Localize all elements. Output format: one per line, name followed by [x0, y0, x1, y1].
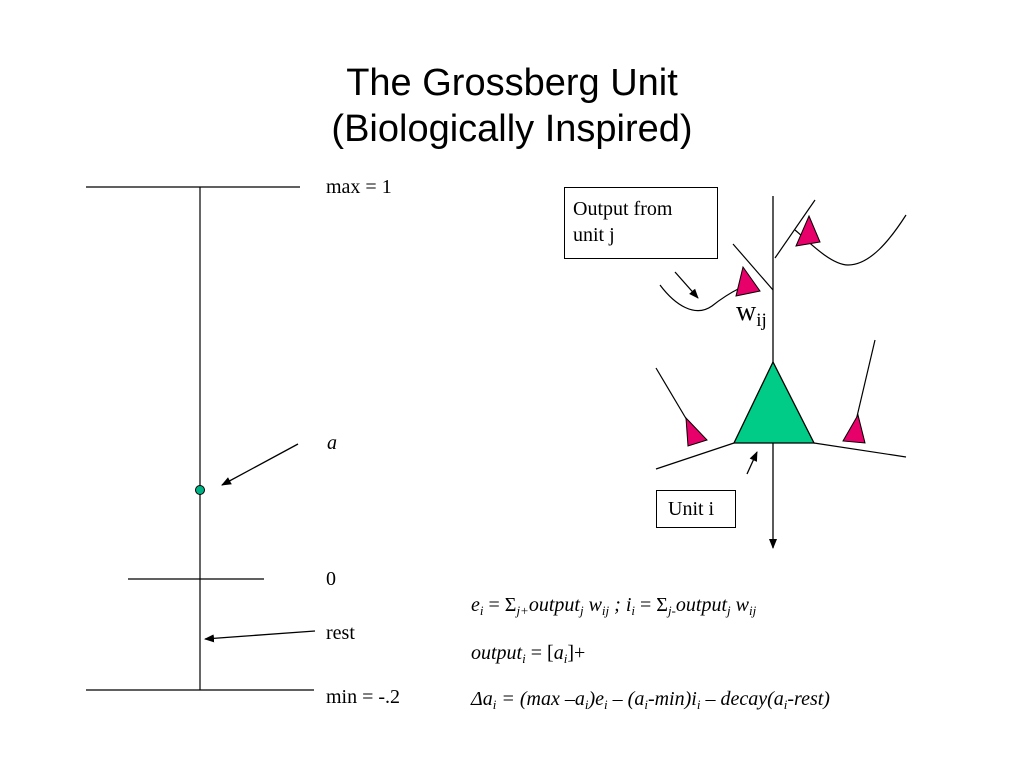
slide-title: The Grossberg Unit (Biologically Inspire… — [0, 60, 1024, 152]
dendrite-lower-right-stem — [854, 339, 876, 426]
dendrite-upper-right-stem — [774, 199, 816, 259]
title-line-2: (Biologically Inspired) — [331, 108, 693, 150]
soma-triangle — [732, 360, 816, 444]
max-label: max = 1 — [326, 176, 392, 198]
unit-i-label: Unit i — [668, 498, 715, 520]
title-line-1: The Grossberg Unit — [346, 62, 678, 104]
dendrite-upper-left — [659, 284, 741, 312]
equation-delta-activation: Δai = (max –ai)ei – (ai-min)ii – decay(a… — [471, 688, 830, 712]
synapse-upper-right — [795, 214, 821, 247]
synapse-lower-right — [842, 413, 866, 444]
unit-i-box: Unit i — [656, 490, 736, 528]
activation-marker — [195, 485, 205, 495]
unit-arrow — [746, 451, 758, 475]
zero-label: 0 — [326, 568, 336, 590]
output-from-line-1: Output from — [573, 198, 673, 220]
activation-arrow — [221, 443, 299, 486]
weight-subscript: ij — [756, 310, 767, 331]
weight-label: wij — [736, 296, 767, 331]
output-arrow — [674, 271, 699, 299]
equation-output: outputi = [ai]+ — [471, 642, 586, 666]
output-from-box: Output from unit j — [564, 187, 718, 259]
output-from-line-2: unit j — [573, 224, 615, 246]
dendrite-upper-left-stem — [732, 243, 774, 291]
min-label: min = -.2 — [326, 686, 401, 708]
synapse-upper-left — [735, 265, 761, 297]
rest-arrow — [204, 630, 316, 643]
rest-label: rest — [326, 622, 355, 644]
activation-label: a — [327, 432, 337, 454]
dendrite-lower-right — [813, 442, 907, 458]
weight-symbol: w — [736, 296, 757, 327]
synapse-lower-left — [685, 416, 708, 447]
equation-excitation-inhibition: ei = Σj+outputj wij ; ii = Σj-outputj wi… — [471, 594, 757, 618]
dendrite-lower-left — [655, 442, 735, 470]
